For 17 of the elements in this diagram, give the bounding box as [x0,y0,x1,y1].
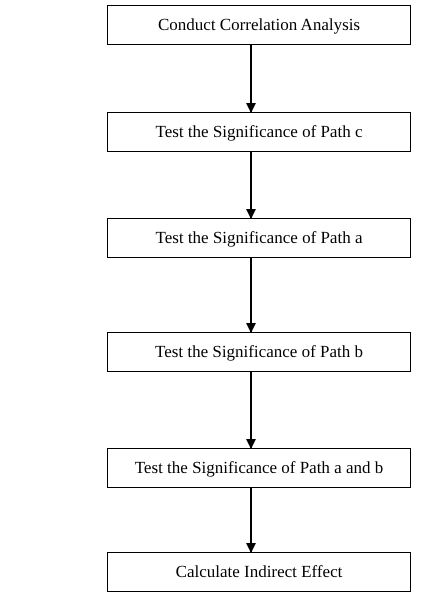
process-box [107,5,411,45]
step-label: Test the Significance of Path c [156,122,362,142]
process-box [107,112,411,152]
arrow [246,488,256,553]
process-box [107,552,411,592]
step-label: Test the Significance of Path b [155,342,363,362]
process-box [107,218,411,258]
step-label: Test the Significance of Path a and b [134,458,384,478]
step-label: Test the Significance of Path a [156,228,362,248]
step-label: Calculate Indirect Effect [176,562,342,582]
process-box [107,448,411,488]
arrow [246,152,256,219]
arrow [246,372,256,449]
step-label: Conduct Correlation Analysis [158,15,360,35]
arrow [246,45,256,113]
process-box [107,332,411,372]
arrow [246,258,256,333]
